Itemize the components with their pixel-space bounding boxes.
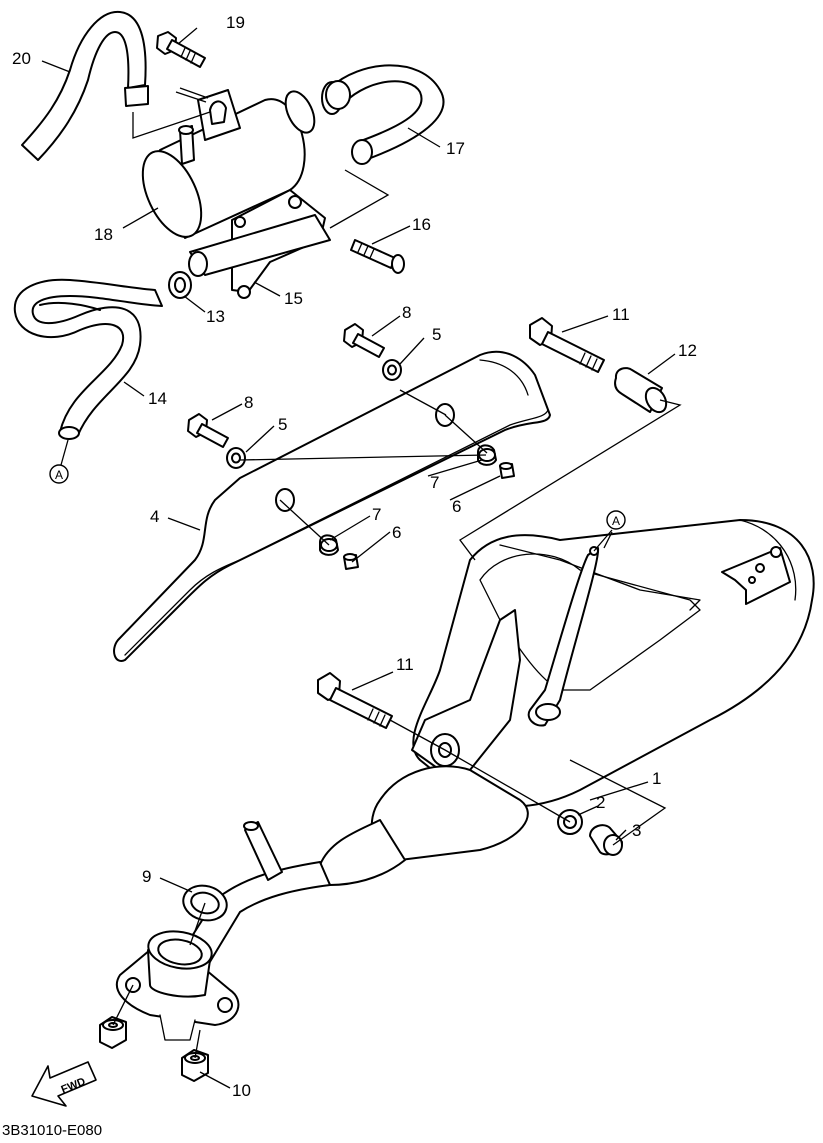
part-13-clamp [168, 271, 192, 299]
svg-text:A: A [55, 468, 63, 482]
exhaust-flange [115, 930, 240, 1041]
part-7-damper-right [477, 444, 497, 466]
label-5-upper: 5 [432, 325, 441, 344]
label-11-upper: 11 [612, 305, 630, 324]
label-14: 14 [148, 389, 167, 408]
label-16: 16 [412, 215, 431, 234]
label-7-right: 7 [430, 473, 439, 492]
part-10-nut-left [99, 1016, 127, 1049]
part-17-hose [325, 64, 445, 165]
label-1: 1 [652, 769, 661, 788]
label-8-lower: 8 [244, 393, 253, 412]
svg-text:A: A [612, 514, 620, 528]
label-4: 4 [150, 507, 159, 526]
part-3-collar [589, 824, 623, 856]
connector-marker-a-left: A [49, 464, 69, 484]
part-19-bolt [156, 31, 206, 68]
label-6-left: 6 [392, 523, 401, 542]
label-17: 17 [446, 139, 465, 158]
part-6-collar-left [343, 553, 359, 570]
label-6-right: 6 [452, 497, 461, 516]
part-6-collar-right [499, 462, 515, 479]
label-20: 20 [12, 49, 31, 68]
part-number-labels: 20 19 18 17 16 15 13 14 8 5 11 12 8 5 4 … [12, 13, 697, 1100]
part-18-canister [141, 81, 343, 239]
label-12: 12 [678, 341, 697, 360]
part-15-bracket [188, 189, 331, 299]
label-13: 13 [206, 307, 225, 326]
part-12-collar [614, 367, 668, 414]
part-8-bolt-lower [187, 413, 229, 448]
connector-marker-a-right: A [606, 510, 626, 530]
fwd-arrow-icon: FWD [31, 1061, 97, 1107]
label-3: 3 [632, 821, 641, 840]
label-9: 9 [142, 867, 151, 886]
part-1-muffler [179, 519, 815, 971]
label-8-upper: 8 [402, 303, 411, 322]
label-7-left: 7 [372, 505, 381, 524]
part-11-bolt-upper [529, 317, 605, 373]
leader-lines [41, 27, 676, 1089]
part-8-bolt-upper [343, 323, 385, 358]
label-18: 18 [94, 225, 113, 244]
part-5-washer-upper [382, 359, 402, 381]
label-19: 19 [226, 13, 245, 32]
part-7-damper-left [319, 534, 339, 556]
label-2: 2 [596, 793, 605, 812]
part-16-bolt [350, 239, 405, 274]
part-20-hose [21, 10, 149, 161]
part-14-hose [13, 278, 163, 440]
assembly-guide-lines [112, 87, 682, 1059]
label-15: 15 [284, 289, 303, 308]
part-4-protector [113, 350, 551, 662]
label-5-lower: 5 [278, 415, 287, 434]
label-10: 10 [232, 1081, 251, 1100]
drawing-code: 3B31010-E080 [2, 1122, 102, 1138]
label-11-lower: 11 [396, 655, 414, 674]
part-5-washer-lower [226, 447, 246, 469]
part-11-bolt-lower [317, 672, 393, 729]
